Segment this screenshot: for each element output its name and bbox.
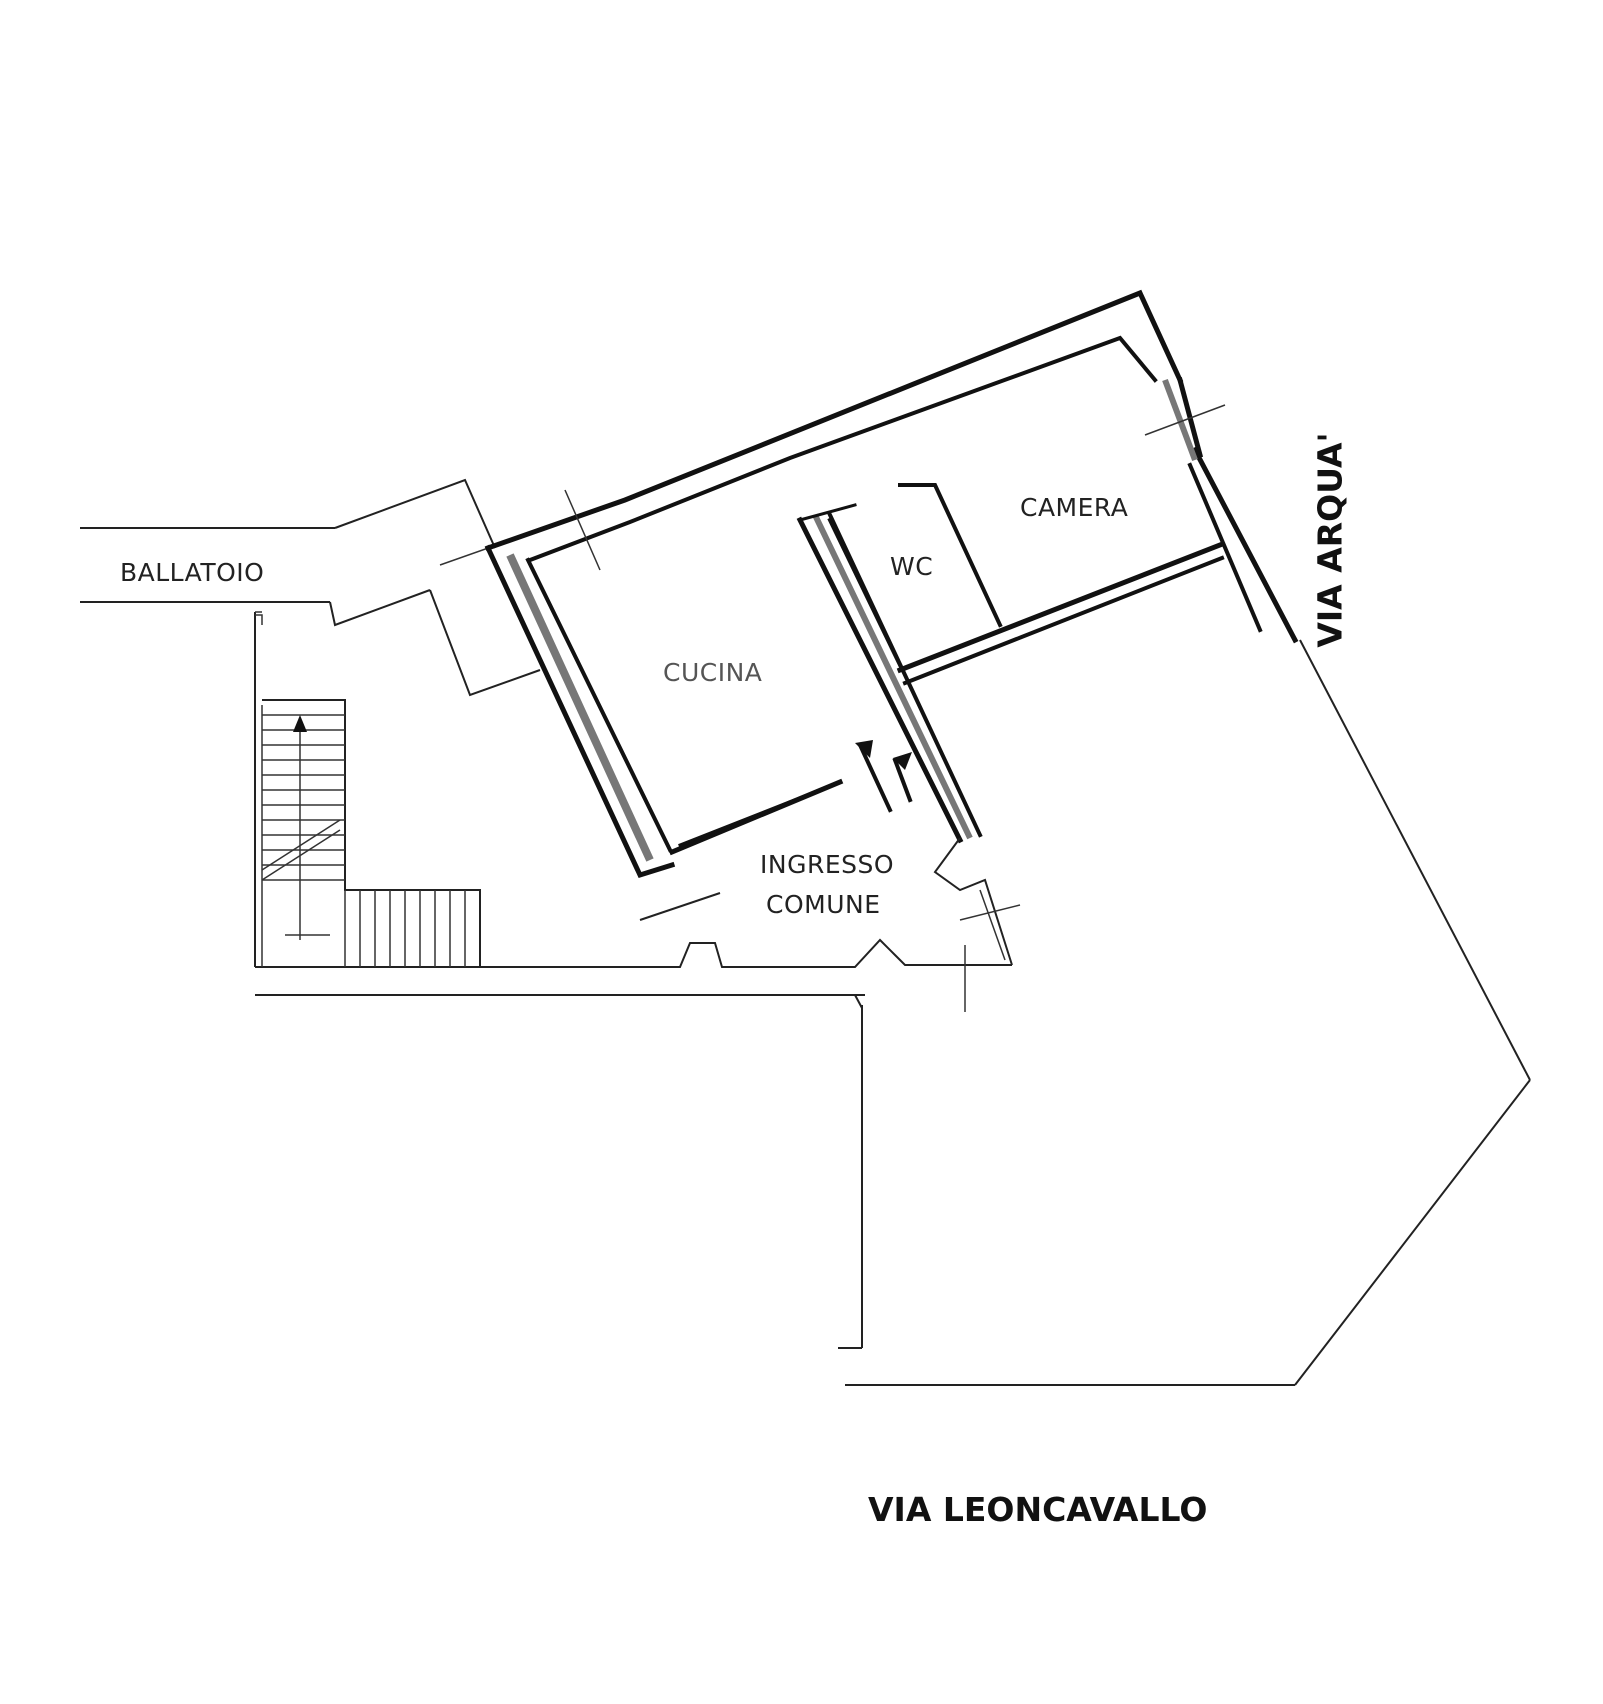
entrance-arrows (855, 740, 913, 813)
room-label-camera: CAMERA (1020, 493, 1129, 522)
interior-walls (796, 483, 1225, 844)
room-label-ingresso-line2: COMUNE (766, 890, 881, 919)
street-label-via-arqua: VIA ARQUA' (1310, 432, 1350, 648)
ingresso-walls (255, 837, 1021, 1012)
outer-walls (484, 289, 1299, 644)
courtyard-outline (255, 639, 1531, 1386)
room-label-ingresso-line1: INGRESSO (760, 850, 895, 879)
room-label-ballatoio: BALLATOIO (120, 558, 265, 587)
room-label-wc: WC (890, 552, 934, 581)
cucina-walls (484, 544, 844, 879)
stairs (254, 611, 481, 967)
street-label-via-leoncavallo: VIA LEONCAVALLO (868, 1490, 1208, 1529)
room-label-cucina: CUCINA (663, 658, 763, 687)
ballatoio-walls (80, 478, 541, 697)
